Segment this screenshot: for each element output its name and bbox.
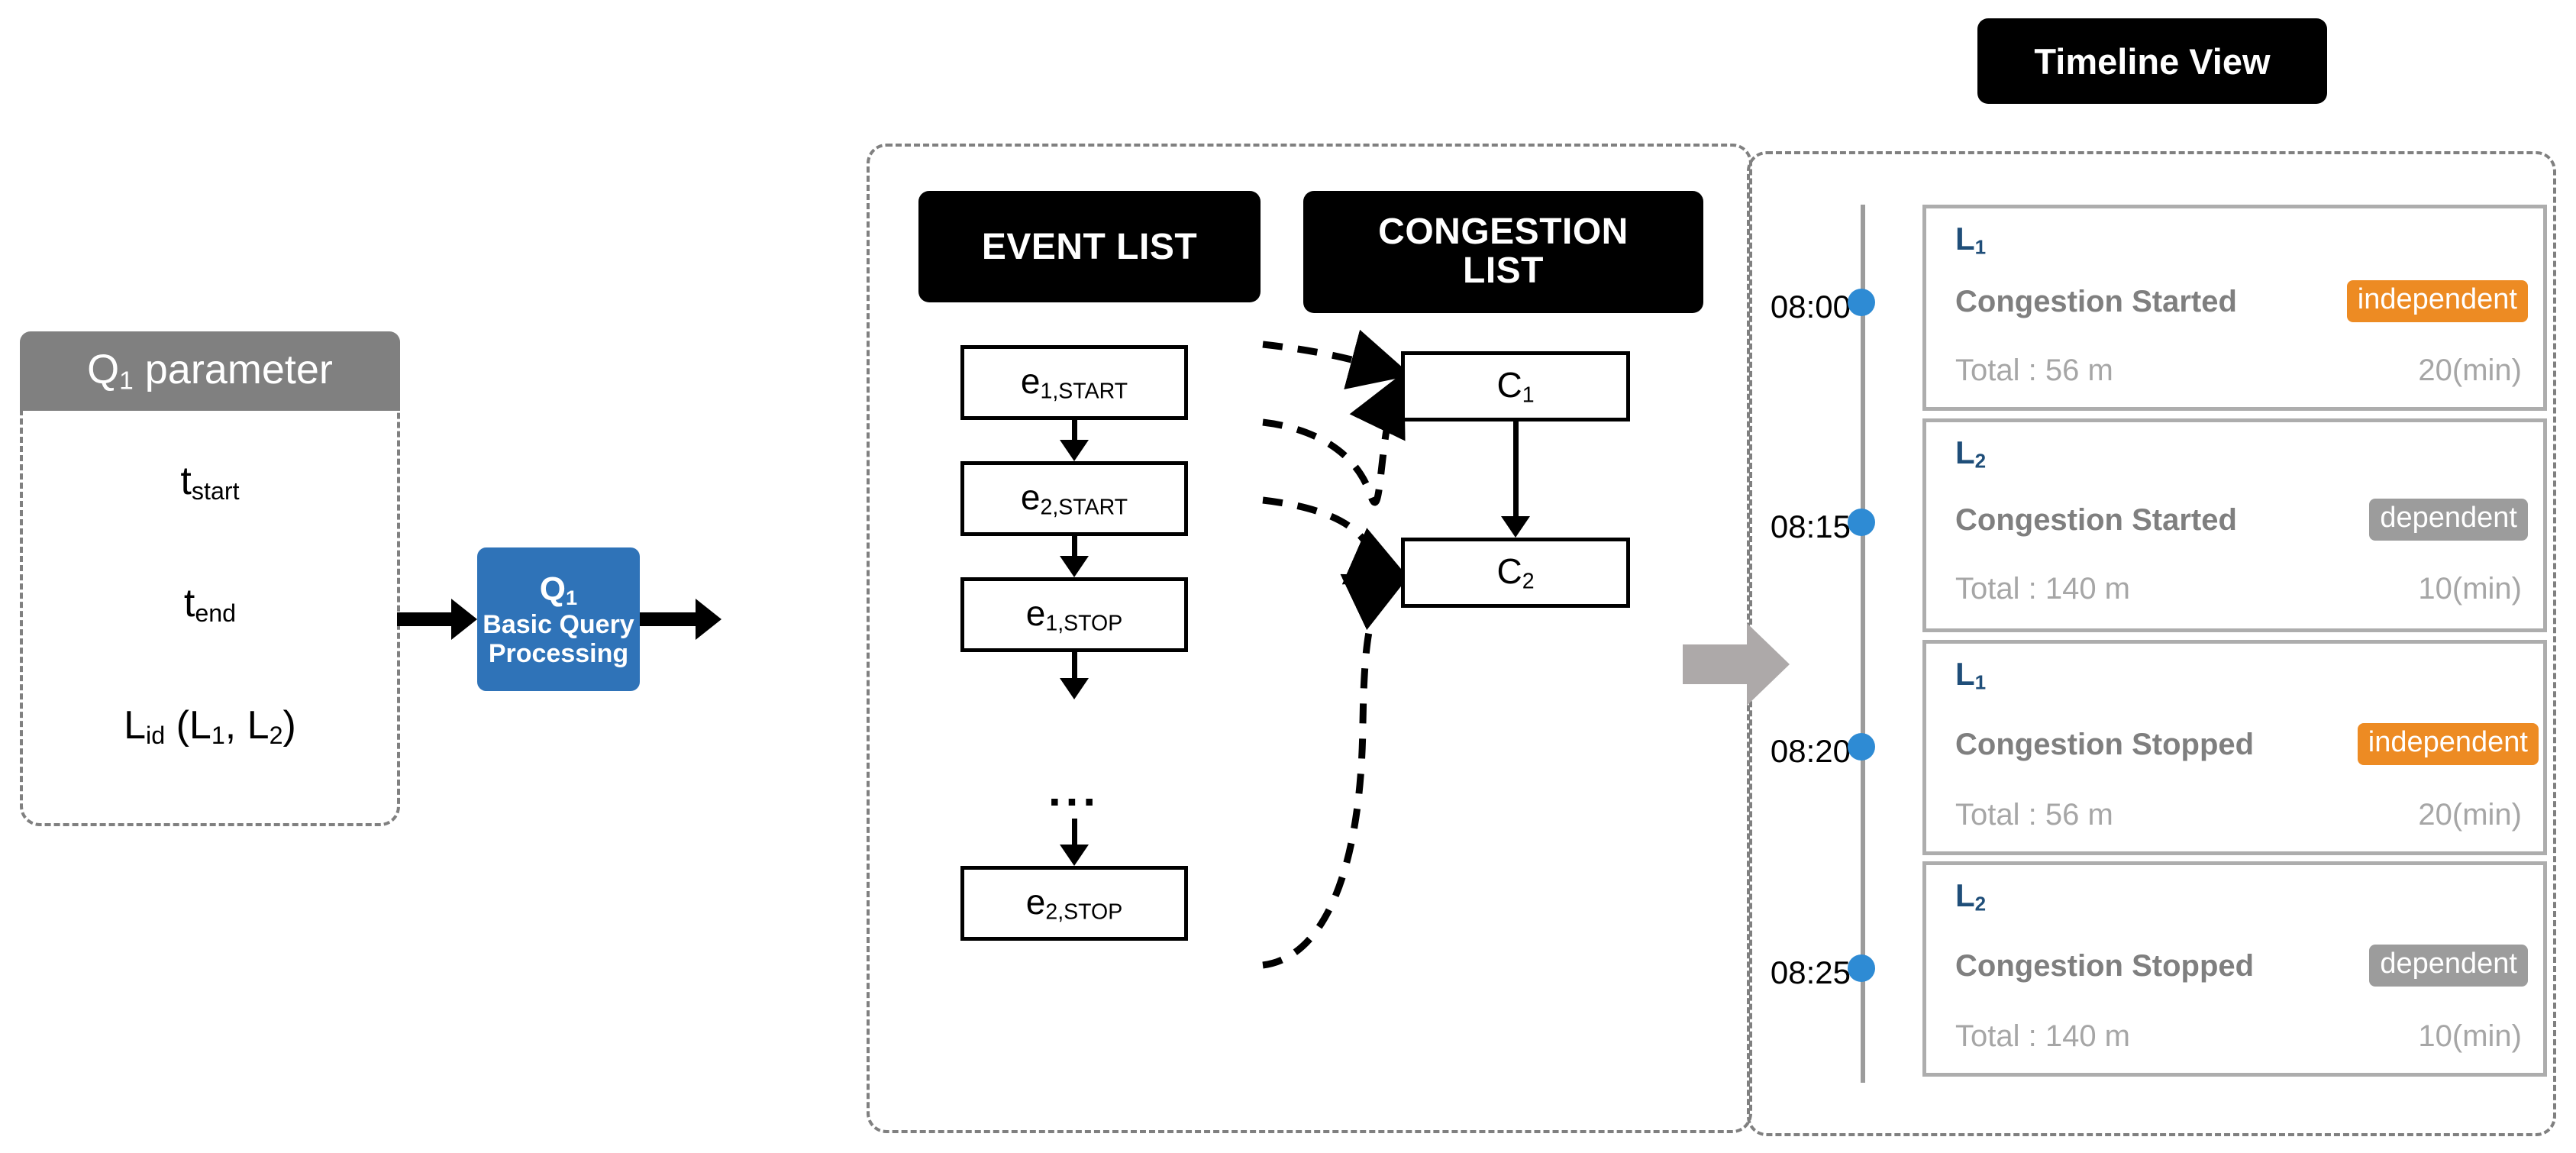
gray-block-arrow-icon [1683,623,1790,706]
timeline-card-badge: independent [2357,723,2539,765]
timeline-card-lane: L2 [1955,434,1987,473]
connector-ellipsis-e2stop-icon [960,819,1188,866]
param-lane-ids: Lid (L1, L2) [124,703,296,750]
event-node-ellipsis: ... [1048,764,1100,815]
timeline-card-duration: 20(min) [2418,798,2522,832]
query-box-title: Q1 [539,570,578,610]
timeline-card-total: Total : 140 m [1955,1019,2131,1053]
link-e2start-to-c1-icon [1262,372,1406,506]
basic-query-processing-box[interactable]: Q1 Basic Query Processing [477,547,640,691]
timeline-dot-icon[interactable] [1848,509,1875,536]
param-t-start: tstart [180,459,240,505]
link-e1start-to-c1-icon [1262,329,1412,389]
timeline-card-badge: independent [2346,280,2528,322]
timeline-dot-icon[interactable] [1848,954,1875,982]
event-list-header: EVENT LIST [918,191,1261,302]
q1-parameter-header-label: Q1 parameter [87,347,333,396]
timeline-view-title: Timeline View [1977,18,2327,104]
congestion-node-c1[interactable]: C1 [1401,351,1630,421]
connector-e1stop-ellipsis-icon [960,652,1188,699]
link-e2stop-to-c2-icon [1262,573,1410,969]
timeline-card[interactable]: L2 Congestion Started dependent Total : … [1922,418,2547,632]
timeline-card-event: Congestion Started [1955,503,2237,537]
timeline-card-lane: L2 [1955,877,1987,916]
connector-e2start-e1stop-icon [960,536,1188,577]
timeline-card-event: Congestion Stopped [1955,949,2255,983]
event-list-label: EVENT LIST [981,226,1198,267]
timeline-axis-line [1861,205,1865,1083]
timeline-row[interactable]: 08:25 L2 Congestion Stopped dependent To… [1756,861,2547,1083]
timeline-dot-icon[interactable] [1848,289,1875,316]
event-to-congestion-links [1262,329,1412,969]
timeline-card-event: Congestion Started [1955,285,2237,318]
timeline-card-lane: L1 [1955,221,1987,259]
query-box-subtitle-line1: Basic Query [483,609,634,639]
timeline-time-label: 08:15 [1770,509,1851,544]
timeline-view-label: Timeline View [2034,40,2271,82]
timeline-row[interactable]: 08:20 L1 Congestion Stopped independent … [1756,640,2547,861]
timeline-card-badge: dependent [2369,945,2528,987]
connector-e1start-e2start-icon [960,420,1188,461]
event-node-e1-stop[interactable]: e1,STOP [960,577,1188,652]
timeline-row[interactable]: 08:15 L2 Congestion Started dependent To… [1756,418,2547,640]
event-node-e2-stop[interactable]: e2,STOP [960,866,1188,941]
timeline-time-label: 08:20 [1770,733,1851,769]
timeline-row[interactable]: 08:00 L1 Congestion Started independent … [1756,205,2547,418]
timeline-card-total: Total : 56 m [1955,798,2113,832]
link-e1stop-to-c2-icon [1262,496,1412,585]
timeline-card-badge: dependent [2369,499,2528,541]
timeline-card-duration: 10(min) [2418,572,2522,606]
connector-c1-c2-icon [1401,421,1630,538]
timeline-time-label: 08:25 [1770,954,1851,990]
q1-parameter-header: Q1 parameter [20,331,400,411]
timeline-card[interactable]: L1 Congestion Started independent Total … [1922,205,2547,411]
timeline-card-duration: 10(min) [2418,1019,2522,1053]
timeline-card-total: Total : 56 m [1955,354,2113,387]
timeline-card-total: Total : 140 m [1955,572,2131,606]
timeline-card-lane: L1 [1955,656,1987,694]
timeline-card-duration: 20(min) [2418,354,2522,387]
event-node-e1-start[interactable]: e1,START [960,345,1188,420]
timeline-card[interactable]: L1 Congestion Stopped independent Total … [1922,640,2547,855]
timeline-card[interactable]: L2 Congestion Stopped dependent Total : … [1922,861,2547,1077]
congestion-node-c2[interactable]: C2 [1401,538,1630,608]
timeline-dot-icon[interactable] [1848,733,1875,761]
timeline-time-label: 08:00 [1770,289,1851,325]
timeline-card-event: Congestion Stopped [1955,728,2255,761]
param-t-end: tend [183,581,237,628]
event-node-e2-start[interactable]: e2,START [960,461,1188,536]
query-box-subtitle-line2: Processing [488,638,629,668]
